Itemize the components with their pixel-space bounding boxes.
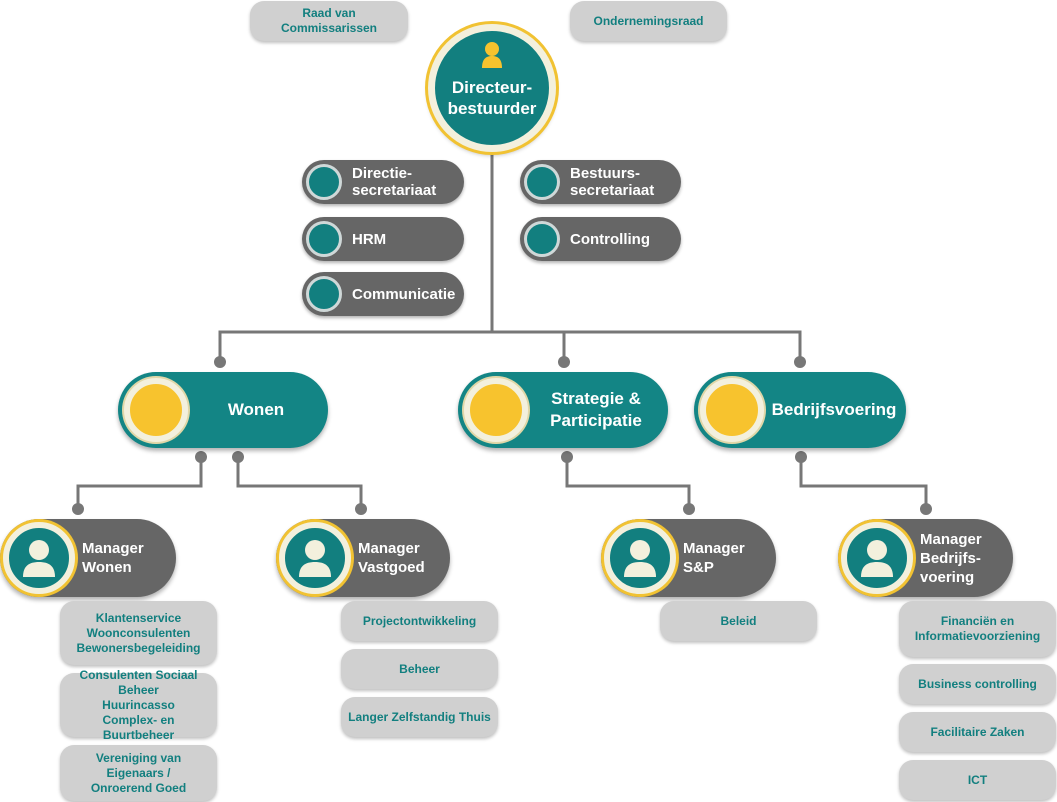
person-icon [279, 522, 351, 594]
team-label: Beheer [399, 661, 440, 676]
team-box: Consulenten Sociaal Beheer Huurincasso C… [60, 668, 217, 742]
staff-label: Directie- secretariaat [352, 165, 437, 199]
staff-label: Controlling [570, 230, 650, 248]
department-strategie-participatie: Strategie & Participatie [458, 372, 668, 448]
team-label: Financiën en Informatievoorziening [914, 614, 1041, 643]
staff-item-bestuurs-secretariaat: Bestuurs- secretariaat [520, 160, 681, 204]
staff-item-hrm: HRM [302, 217, 464, 261]
manager-wonen: Manager Wonen [0, 519, 176, 597]
team-box: Beleid [660, 601, 817, 641]
department-dot-icon [464, 378, 528, 442]
department-label: Strategie & Participatie [550, 389, 642, 430]
team-label: Business controlling [918, 676, 1037, 691]
manager-sp: Manager S&P [601, 519, 776, 597]
director-label: Directeur- bestuurder [447, 78, 537, 118]
team-box: ICT [899, 760, 1056, 800]
supervisory-board-box: Raad van Commissarissen [250, 1, 408, 41]
staff-label: Communicatie [352, 285, 456, 303]
team-label: ICT [967, 772, 988, 787]
staff-item-directie-secretariaat: Directie- secretariaat [302, 160, 464, 204]
team-box: Facilitaire Zaken [899, 712, 1056, 752]
department-wonen: Wonen [118, 372, 328, 448]
works-council-box: Ondernemingsraad [570, 1, 727, 41]
works-council-label: Ondernemingsraad [593, 13, 704, 28]
team-box: Beheer [341, 649, 498, 689]
person-icon [3, 522, 75, 594]
department-dot-icon [124, 378, 188, 442]
team-box: Business controlling [899, 664, 1056, 704]
staff-item-communicatie: Communicatie [302, 272, 464, 316]
team-label: Vereniging van Eigenaars / Onroerend Goe… [90, 750, 187, 795]
team-box: Financiën en Informatievoorziening [899, 601, 1056, 657]
department-label: Wonen [227, 400, 285, 419]
team-label: Facilitaire Zaken [930, 724, 1025, 739]
manager-bedrijfsvoering: Manager Bedrijfs- voering [838, 519, 1013, 597]
staff-dot-icon [306, 221, 342, 257]
team-box: Langer Zelfstandig Thuis [341, 697, 498, 737]
department-dot-icon [700, 378, 764, 442]
staff-dot-icon [306, 276, 342, 312]
manager-label: Manager Vastgoed [358, 540, 425, 576]
person-icon [482, 42, 502, 68]
department-bedrijfsvoering: Bedrijfsvoering [694, 372, 906, 448]
staff-label: HRM [352, 230, 387, 248]
staff-dot-icon [524, 164, 560, 200]
team-box: Vereniging van Eigenaars / Onroerend Goe… [60, 745, 217, 801]
manager-label: Manager S&P [683, 540, 745, 576]
manager-vastgoed: Manager Vastgoed [276, 519, 450, 597]
team-box: Klantenservice Woonconsulenten Bewonersb… [60, 601, 217, 665]
team-box: Projectontwikkeling [341, 601, 498, 641]
staff-item-controlling: Controlling [520, 217, 681, 261]
director-node: Directeur- bestuurder [428, 24, 556, 152]
supervisory-board-label: Raad van Commissarissen [280, 6, 378, 35]
team-label: Beleid [720, 613, 757, 628]
staff-dot-icon [306, 164, 342, 200]
manager-label: Manager Wonen [82, 540, 144, 576]
person-icon [604, 522, 676, 594]
team-label: Klantenservice Woonconsulenten Bewonersb… [76, 610, 201, 655]
manager-label: Manager Bedrijfs- voering [920, 530, 982, 586]
staff-label: Bestuurs- secretariaat [570, 165, 655, 199]
team-label: Consulenten Sociaal Beheer Huurincasso C… [79, 667, 198, 742]
team-label: Langer Zelfstandig Thuis [348, 709, 491, 724]
staff-dot-icon [524, 221, 560, 257]
team-label: Projectontwikkeling [362, 613, 477, 628]
person-icon [841, 522, 913, 594]
department-label: Bedrijfsvoering [771, 400, 897, 419]
